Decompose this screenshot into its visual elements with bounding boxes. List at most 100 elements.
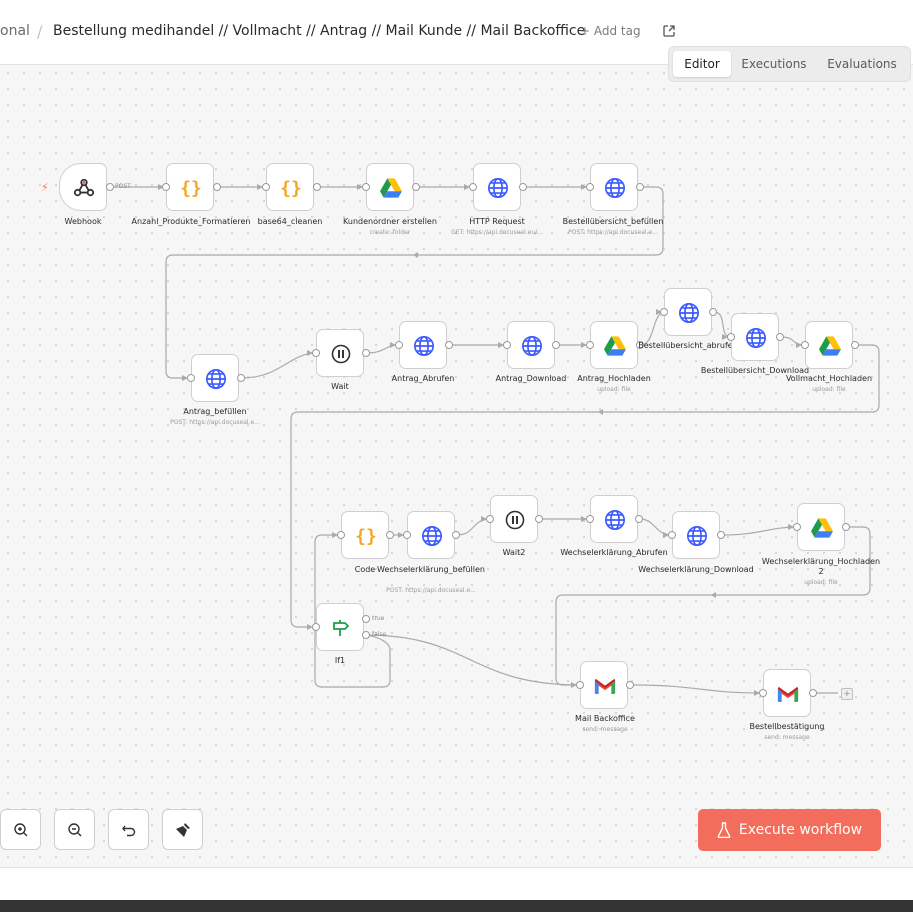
- node-label-vollmacht: Vollmacht_Hochladen: [785, 374, 873, 383]
- zoom-out-button[interactable]: [54, 809, 95, 850]
- node-anzahl-produkte[interactable]: {}: [166, 163, 214, 211]
- output-port[interactable]: [626, 681, 634, 689]
- tab-evaluations[interactable]: Evaluations: [827, 57, 897, 71]
- execute-workflow-button[interactable]: Execute workflow: [698, 809, 881, 851]
- output-port[interactable]: [313, 183, 321, 191]
- output-port[interactable]: [519, 183, 527, 191]
- output-port[interactable]: [636, 183, 644, 191]
- node-bestelluebersicht-abrufen[interactable]: [664, 288, 712, 336]
- node-sub-http: GET: https://api.docuseal.eu/...: [451, 229, 543, 236]
- trigger-bolt-icon: ⚡: [41, 181, 49, 194]
- output-port[interactable]: [445, 341, 453, 349]
- node-bestellbestaetigung[interactable]: [763, 669, 811, 717]
- output-port[interactable]: [535, 515, 543, 523]
- input-port[interactable]: [312, 623, 320, 631]
- input-port[interactable]: [668, 531, 676, 539]
- output-port[interactable]: [776, 333, 784, 341]
- node-wechselerklaerung-abrufen[interactable]: [590, 495, 638, 543]
- view-tabs: Editor Executions Evaluations: [668, 46, 911, 82]
- tab-editor[interactable]: Editor: [673, 51, 731, 77]
- google-drive-icon: [591, 322, 639, 370]
- zoom-in-button[interactable]: [0, 809, 41, 850]
- output-port[interactable]: [636, 341, 644, 349]
- input-port[interactable]: [486, 515, 494, 523]
- workflow-title[interactable]: Bestellung medihandel // Vollmacht // An…: [53, 23, 586, 39]
- node-http-request[interactable]: [473, 163, 521, 211]
- node-bestelluebersicht-befuellen[interactable]: [590, 163, 638, 211]
- breadcrumb-separator: /: [37, 22, 43, 41]
- input-port[interactable]: [469, 183, 477, 191]
- node-label-http: HTTP Request: [469, 217, 525, 226]
- node-kundenordner[interactable]: [366, 163, 414, 211]
- node-sub-vollmacht: upload: file: [812, 386, 846, 393]
- node-if1[interactable]: [316, 603, 364, 651]
- node-webhook[interactable]: [59, 163, 107, 211]
- input-port[interactable]: [586, 515, 594, 523]
- input-port[interactable]: [395, 341, 403, 349]
- output-port[interactable]: [362, 349, 370, 357]
- output-port[interactable]: [809, 689, 817, 697]
- node-antrag-download[interactable]: [507, 321, 555, 369]
- node-wait[interactable]: [316, 329, 364, 377]
- node-wait2[interactable]: [490, 495, 538, 543]
- input-port[interactable]: [759, 689, 767, 697]
- node-wechselerklaerung-befuellen[interactable]: [407, 511, 455, 559]
- output-port[interactable]: [386, 531, 394, 539]
- breadcrumb-root[interactable]: onal: [0, 23, 30, 39]
- input-port[interactable]: [162, 183, 170, 191]
- output-port[interactable]: [709, 308, 717, 316]
- node-code[interactable]: {}: [341, 511, 389, 559]
- input-port[interactable]: [337, 531, 345, 539]
- input-port[interactable]: [586, 183, 594, 191]
- node-sub-wechsel-befuellen: POST: https://api.docuseal.e...: [386, 587, 476, 594]
- globe-icon: [408, 512, 456, 560]
- output-port[interactable]: [213, 183, 221, 191]
- input-port[interactable]: [403, 531, 411, 539]
- input-port[interactable]: [576, 681, 584, 689]
- output-port[interactable]: [552, 341, 560, 349]
- node-label-wechsel-abrufen: Wechselerklärung_Abrufen: [560, 548, 668, 557]
- node-mail-backoffice[interactable]: [580, 661, 628, 709]
- undo-button[interactable]: [108, 809, 149, 850]
- output-port[interactable]: [635, 515, 643, 523]
- input-port[interactable]: [262, 183, 270, 191]
- input-port[interactable]: [727, 333, 735, 341]
- output-port-true[interactable]: [362, 615, 370, 623]
- output-port[interactable]: [452, 531, 460, 539]
- node-bestelluebersicht-download[interactable]: [731, 313, 779, 361]
- input-port[interactable]: [793, 523, 801, 531]
- input-port[interactable]: [660, 308, 668, 316]
- add-node-plus-icon[interactable]: +: [841, 688, 853, 700]
- tab-executions[interactable]: Executions: [741, 57, 807, 71]
- globe-icon: [508, 322, 556, 370]
- open-external-icon[interactable]: [662, 23, 676, 37]
- input-port[interactable]: [586, 341, 594, 349]
- node-antrag-hochladen[interactable]: [590, 321, 638, 369]
- output-port[interactable]: [842, 523, 850, 531]
- input-port[interactable]: [503, 341, 511, 349]
- output-port[interactable]: [851, 341, 859, 349]
- input-port[interactable]: [312, 349, 320, 357]
- node-label-bestell-download: Bestellübersicht_Download: [700, 366, 810, 375]
- tidy-up-button[interactable]: [162, 809, 203, 850]
- output-port-false[interactable]: [362, 631, 370, 639]
- node-antrag-abrufen[interactable]: [399, 321, 447, 369]
- node-wechselerklaerung-download[interactable]: [672, 511, 720, 559]
- input-port[interactable]: [362, 183, 370, 191]
- output-port[interactable]: [106, 183, 114, 191]
- node-wechselerklaerung-hochladen2[interactable]: [797, 503, 845, 551]
- input-port[interactable]: [801, 341, 809, 349]
- add-tag-button[interactable]: + Add tag: [580, 24, 641, 38]
- input-port[interactable]: [187, 374, 195, 382]
- node-sub-mail-backoffice: send: message: [582, 726, 628, 733]
- output-port[interactable]: [237, 374, 245, 382]
- workflow-canvas[interactable]: [0, 65, 913, 867]
- signpost-icon: [317, 604, 365, 652]
- node-antrag-befuellen[interactable]: [191, 354, 239, 402]
- edge-label-true: true: [372, 615, 385, 622]
- google-drive-icon: [367, 164, 415, 212]
- node-base64-cleanen[interactable]: {}: [266, 163, 314, 211]
- node-vollmacht-hochladen[interactable]: [805, 321, 853, 369]
- output-port[interactable]: [717, 531, 725, 539]
- output-port[interactable]: [412, 183, 420, 191]
